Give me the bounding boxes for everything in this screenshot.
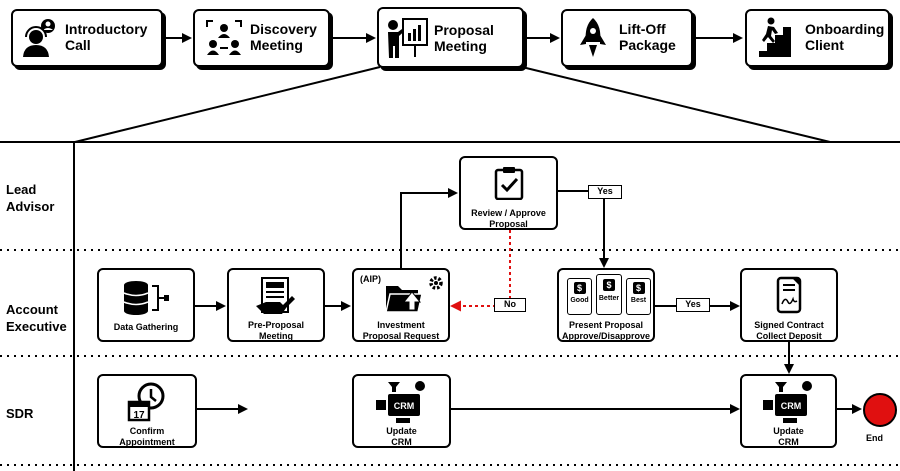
end-event: [863, 393, 897, 427]
step-data-gathering: Data Gathering: [97, 268, 195, 342]
decision-label: Yes: [685, 299, 701, 309]
card-label-better: Better: [598, 295, 620, 302]
stage-label-line2: Client: [805, 37, 844, 53]
calendar-clock-icon: 17: [127, 382, 165, 422]
stage-label-line2: Package: [619, 37, 676, 53]
rocket-icon: [580, 18, 606, 57]
stage-label-line1: Introductory: [65, 21, 148, 37]
decision-yes-review: Yes: [588, 185, 622, 199]
lane-label-line2: Advisor: [6, 199, 55, 214]
end-label: End: [866, 433, 883, 443]
step-label-line2: Proposal Request: [362, 331, 440, 341]
aip-prefix: (AIP): [360, 274, 381, 284]
step-label-line2: Meeting: [258, 331, 293, 341]
step-label-line1: Confirm: [129, 426, 165, 436]
card-label-best: Best: [630, 297, 647, 304]
lane-label-line1: SDR: [6, 406, 34, 421]
step-label-line1: Review / Approve: [471, 208, 546, 218]
presentation-icon: [388, 18, 428, 58]
step-label-line1: Data Gathering: [113, 322, 179, 332]
stage-label-line1: Onboarding: [805, 21, 885, 37]
lane-label-line2: Executive: [6, 319, 67, 334]
calendar-date: 17: [133, 410, 145, 421]
decision-no-review: No: [494, 298, 526, 312]
step-label-line2: Approve/Disapprove: [561, 331, 651, 341]
step-label-line2: CRM: [391, 437, 412, 447]
step-label-line1: Pre-Proposal: [247, 320, 305, 330]
database-icon: [123, 281, 169, 315]
lane-label-sdr: SDR: [6, 405, 33, 422]
step-label-line2: Collect Deposit: [756, 331, 822, 341]
stage-label-line2: Meeting: [250, 37, 303, 53]
clipboard-check-icon: [494, 167, 523, 200]
step-label-line1: Update: [773, 426, 804, 436]
support-person-icon: [23, 19, 55, 57]
decision-yes-present: Yes: [676, 298, 710, 312]
step-label-line1: Investment: [377, 320, 425, 330]
meeting-people-icon: [206, 20, 242, 55]
contract-icon: [256, 277, 295, 314]
step-label-line2: Appointment: [119, 437, 175, 447]
stage-label-line2: Meeting: [434, 38, 487, 54]
lane-label-line1: Lead: [6, 182, 37, 197]
decision-label: Yes: [597, 186, 613, 196]
step-label-line1: Present Proposal: [568, 320, 644, 330]
price-cards-icon: $ Good $ Better $ Best: [567, 274, 651, 315]
stage-label-line1: Proposal: [434, 22, 494, 38]
crm-badge: CRM: [393, 401, 414, 411]
stage-label-line1: Discovery: [250, 21, 317, 37]
stage-label-line1: Lift-Off: [619, 21, 666, 37]
step-label-line2: CRM: [778, 437, 799, 447]
card-label-good: Good: [570, 297, 589, 304]
signed-document-icon: [776, 276, 802, 314]
stairs-climb-icon: [759, 17, 791, 57]
step-label-line2: Proposal: [489, 219, 528, 229]
crm-badge: CRM: [780, 401, 801, 411]
crm-icon: CRM: [762, 381, 812, 423]
step-label-line1: Signed Contract: [754, 320, 824, 330]
decision-label: No: [504, 299, 516, 309]
lane-label-line1: Account: [6, 302, 58, 317]
crm-icon: CRM: [375, 381, 425, 423]
folder-gear-icon: [385, 276, 443, 313]
stage-label-line2: Call: [65, 37, 91, 53]
step-label-line1: Update: [386, 426, 417, 436]
